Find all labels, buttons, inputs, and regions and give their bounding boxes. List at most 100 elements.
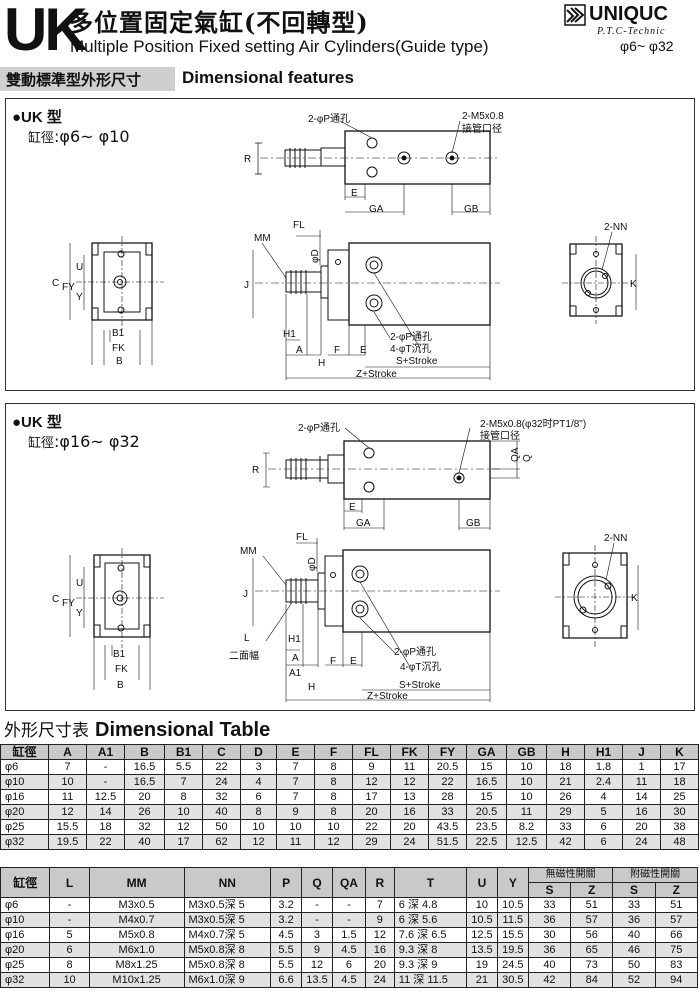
- table-cell: 56: [570, 927, 614, 943]
- table-cell: 30: [527, 927, 572, 943]
- table-cell: 20: [622, 819, 661, 835]
- label-GA-1: GA: [369, 204, 384, 215]
- label-GB-1: GB: [464, 204, 479, 215]
- table-cell: 10: [314, 819, 353, 835]
- table-cell: 20.5: [428, 759, 467, 775]
- table-cell: -: [86, 774, 125, 790]
- table-1-header-cell: GA: [466, 744, 507, 760]
- table-cell: 4: [240, 774, 277, 790]
- table-cell: 24: [202, 774, 241, 790]
- table-cell: 24.5: [496, 957, 529, 973]
- table-cell: 20: [390, 819, 429, 835]
- label-FY-2: FY: [62, 598, 75, 609]
- label-J-2: J: [243, 589, 248, 600]
- bore-range-1: :φ6~ φ10: [54, 127, 130, 146]
- label-E-side-1: E: [360, 345, 367, 356]
- table-cell: 33: [612, 897, 656, 913]
- label-H1-1: H1: [283, 329, 296, 340]
- bore-label-1: 缸徑:φ6~ φ10: [28, 127, 130, 146]
- label-E-top-1: E: [351, 188, 358, 199]
- table-cell: 14: [86, 804, 125, 820]
- brand-logo-block: UNIQUC: [564, 3, 668, 26]
- table-cell: 15.5: [48, 819, 87, 835]
- table-cell: 11: [276, 834, 315, 850]
- table-cell: 16: [364, 942, 395, 958]
- table-cell: 20: [364, 957, 395, 973]
- table-cell: φ10: [0, 774, 49, 790]
- table-1-header-cell: K: [660, 744, 699, 760]
- table-cell: 6: [584, 819, 623, 835]
- table-cell: 9: [364, 912, 395, 928]
- label-two-face-2: 二面幅: [229, 649, 259, 662]
- brand-subtitle: P.T.C-Technic: [597, 26, 666, 37]
- table-cell: 75: [654, 942, 699, 958]
- table-1-header-cell: B: [124, 744, 165, 760]
- label-E-top-2: E: [349, 502, 356, 513]
- table-cell: M3x0.5: [88, 897, 185, 913]
- table-cell: φ10: [0, 912, 51, 928]
- table-cell: 29: [352, 834, 391, 850]
- bore-prefix-2: 缸徑: [28, 436, 55, 451]
- table-cell: 25: [660, 789, 699, 805]
- table-cell: 11 深 11.5: [393, 972, 467, 988]
- table-cell: φ25: [0, 957, 51, 973]
- table-cell: 19.5: [48, 834, 87, 850]
- table-cell: 6: [331, 957, 366, 973]
- table-cell: M5x0.8: [88, 927, 185, 943]
- table-cell: M3x0.5深 5: [183, 897, 272, 913]
- table-cell: 24: [364, 972, 395, 988]
- table-cell: 10: [506, 759, 547, 775]
- table-cell: 23.5: [466, 819, 507, 835]
- table-cell: φ32: [0, 972, 51, 988]
- model-label-1: ●UK 型: [12, 109, 62, 126]
- table-cell: 30.5: [496, 972, 529, 988]
- page-title-en: Multiple Position Fixed setting Air Cyli…: [70, 37, 489, 56]
- table-cell: 8: [314, 774, 353, 790]
- label-U-2: U: [76, 578, 83, 589]
- table-cell: 12: [240, 834, 277, 850]
- table-cell: 10: [240, 819, 277, 835]
- label-t-hole-2: 4-φT沉孔: [400, 660, 441, 673]
- table-2-header-cell: Q: [301, 867, 333, 898]
- label-A-2: A: [292, 653, 299, 664]
- table-1-header-cell: B1: [164, 744, 203, 760]
- label-MM-2: MM: [240, 546, 257, 557]
- table-cell: 17: [164, 834, 203, 850]
- table-1-header-cell: J: [622, 744, 661, 760]
- label-B1-2: B1: [113, 649, 126, 660]
- table-cell: 12: [390, 774, 429, 790]
- label-p-hole-side-1: 2-φP通孔: [390, 331, 432, 343]
- table-cell: 9.3 深 8: [393, 942, 467, 958]
- table-cell: 32: [124, 819, 165, 835]
- table-1-header-cell: 缸徑: [0, 744, 49, 760]
- dimension-table-title-zh: 外形尺寸表: [4, 721, 89, 741]
- table-cell: 1: [622, 759, 661, 775]
- table-cell: 26: [546, 789, 585, 805]
- table-cell: M3x0.5深 5: [183, 912, 272, 928]
- table-2-subheader-cell: S: [612, 882, 656, 898]
- table-2-header-cell: NN: [183, 867, 272, 898]
- table-cell: 7: [276, 789, 315, 805]
- table-2-header-cell: 無磁性開關: [527, 867, 614, 883]
- table-cell: 9.3 深 9: [393, 957, 467, 973]
- table-cell: 40: [124, 834, 165, 850]
- table-cell: 4.5: [331, 942, 366, 958]
- label-A1-2: A1: [289, 668, 302, 679]
- table-cell: 17: [352, 789, 391, 805]
- table-cell: 15: [466, 789, 507, 805]
- table-cell: 19.5: [496, 942, 529, 958]
- table-cell: 6 深 4.8: [393, 897, 467, 913]
- table-cell: 62: [202, 834, 241, 850]
- table-cell: φ32: [0, 834, 49, 850]
- page-title-zh: 多位置固定氣缸(不回轉型): [69, 8, 369, 37]
- table-cell: 10: [48, 774, 87, 790]
- label-NN-1: 2-NN: [604, 222, 627, 233]
- table-cell: 11: [622, 774, 661, 790]
